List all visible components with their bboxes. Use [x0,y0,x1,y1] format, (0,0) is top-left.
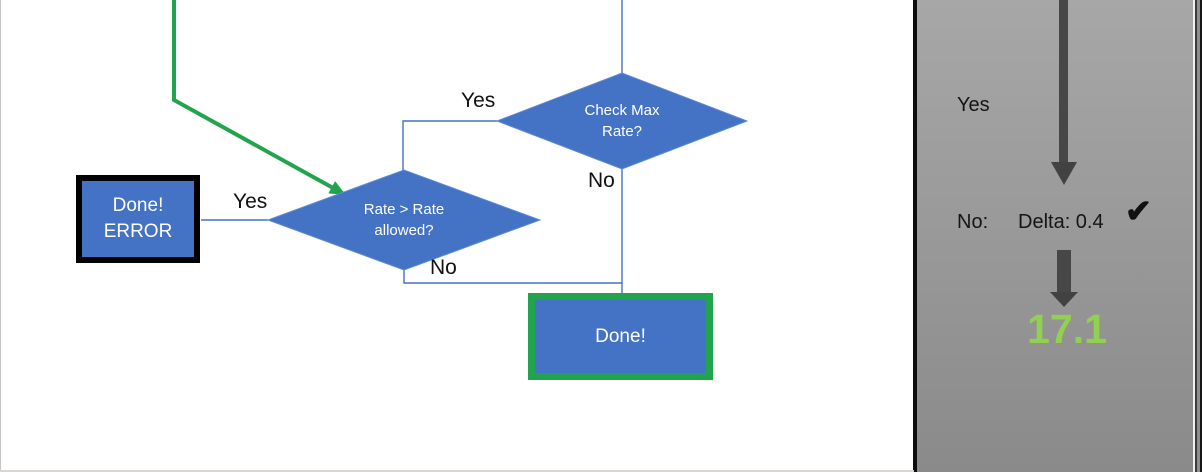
edge-label-rate-yes: Yes [233,190,268,213]
panel-yes-label: Yes [957,94,990,116]
window-edge-gray [1197,0,1200,472]
done-error-line2: ERROR [103,221,173,242]
edge-label-rate-no: No [430,256,457,279]
panel-delta-value: Delta: 0.4 [1018,211,1104,233]
green-flow-arrow [172,0,346,196]
panel-edge-highlight [1193,0,1195,472]
flowchart-drawing [172,0,749,294]
done-error-line1: Done! [112,195,164,216]
edge-label-check-max-yes: Yes [461,89,496,112]
done-box: Done! [528,293,713,380]
connector-rate-no [403,269,622,284]
side-panel: Yes No: Delta: 0.4 ✔ 17.1 [917,0,1193,472]
connector-check-max-yes [402,120,497,171]
decision-check-max-rate [495,72,749,170]
edge-label-check-max-no: No [588,169,615,192]
check-mark-icon: ✔ [1125,193,1152,229]
done-box-label: Done! [595,325,646,347]
panel-edge-shadow [1195,0,1197,472]
window-edge-border [1200,0,1202,472]
panel-no-label: No: [957,211,989,233]
panel-result-value: 17.1 [1027,306,1107,352]
down-arrow-small-icon [1050,250,1078,307]
down-arrow-icon [1051,0,1077,185]
done-error-box: Done! ERROR [76,175,200,263]
slide-bottom-hairline [0,470,914,472]
slide-left-hairline [0,0,1,472]
slide-right-border [913,0,917,472]
decision-rate-allowed [266,169,542,271]
